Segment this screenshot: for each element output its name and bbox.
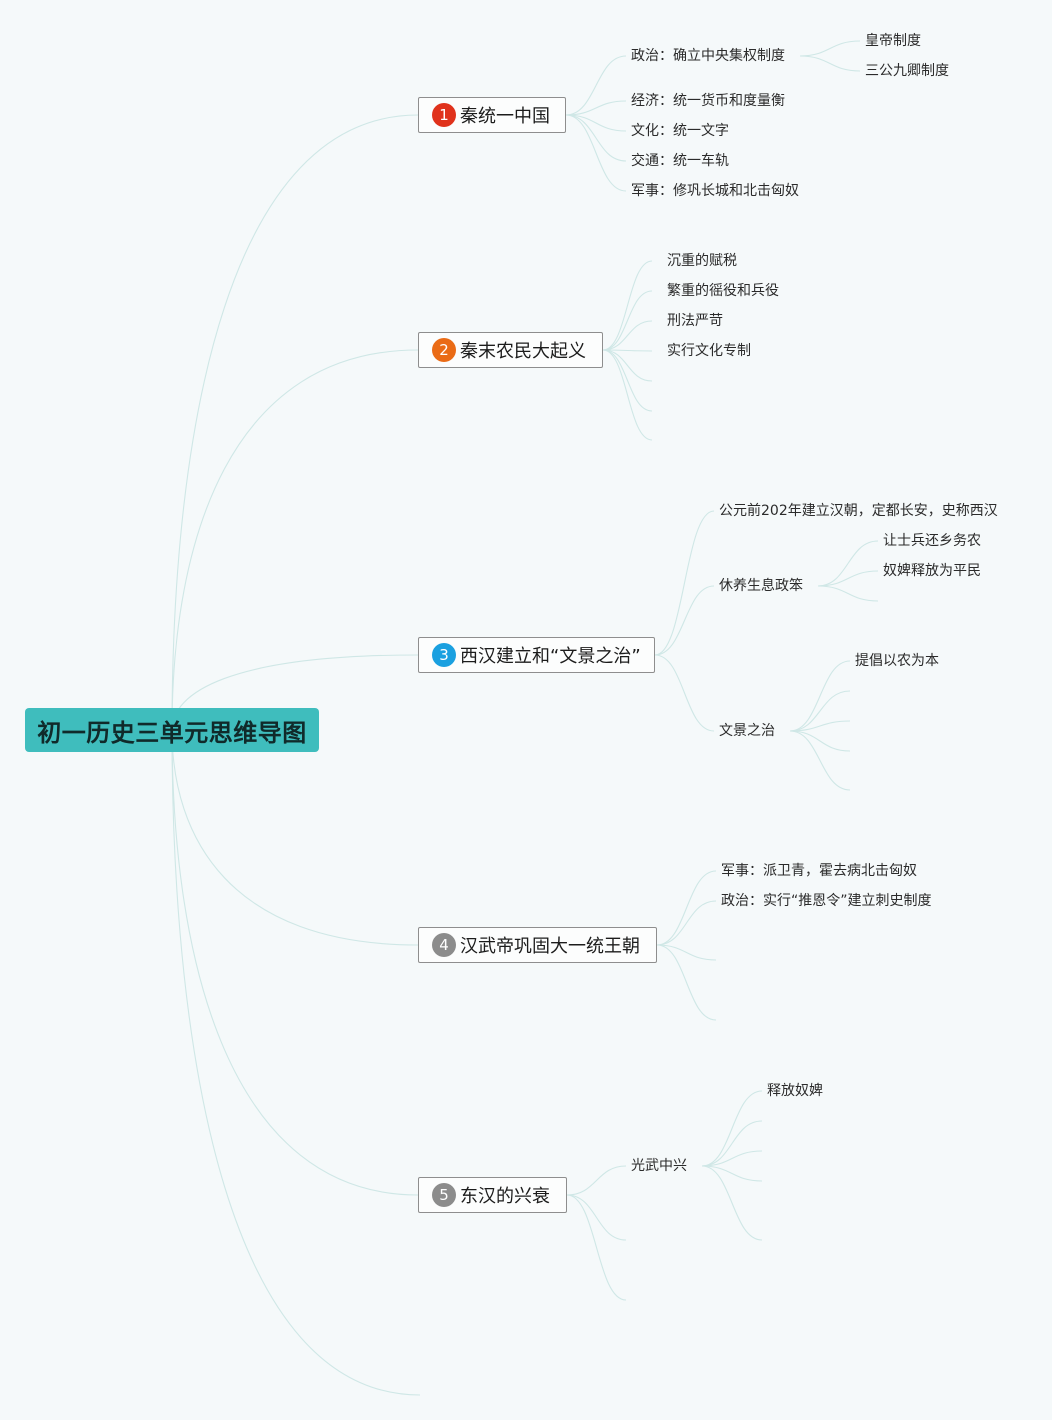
connector-line xyxy=(602,260,653,351)
connector-line xyxy=(656,870,717,946)
node-culture[interactable]: 文化：统一文字 xyxy=(631,123,729,139)
node-emperor-system[interactable]: 皇帝制度 xyxy=(865,33,921,49)
connector-line xyxy=(789,660,851,732)
connector-line xyxy=(602,349,653,441)
connector-line xyxy=(565,114,627,162)
node-military-campaigns[interactable]: 军事：派卫青，霍去病北击匈奴 xyxy=(721,863,917,879)
connector-line xyxy=(654,510,715,656)
branch-3-western-han[interactable]: 3 西汉建立和“文景之治” xyxy=(418,637,655,673)
branch-label: 西汉建立和“文景之治” xyxy=(460,646,641,667)
root-topic[interactable]: 初一历史三单元思维导图 xyxy=(25,708,319,752)
connector-line xyxy=(654,654,715,732)
node-cultural-autocracy[interactable]: 实行文化专制 xyxy=(667,343,751,359)
node-agriculture-first[interactable]: 提倡以农为本 xyxy=(855,653,939,669)
number-badge-icon: 1 xyxy=(432,103,456,127)
node-economy[interactable]: 经济：统一货币和度量衡 xyxy=(631,93,785,109)
node-harsh-laws[interactable]: 刑法严苛 xyxy=(667,313,723,329)
node-recuperation-policy[interactable]: 休养生息政笨 xyxy=(719,578,803,594)
root-connector-line xyxy=(171,114,419,731)
connector-line xyxy=(817,585,879,602)
branch-label: 秦末农民大起义 xyxy=(460,341,586,362)
connector-line xyxy=(565,100,627,116)
connector-line xyxy=(789,730,851,791)
branch-label: 东汉的兴衰 xyxy=(460,1186,550,1207)
branch-2-peasant-uprising[interactable]: 2 秦末农民大起义 xyxy=(418,332,603,368)
connector-line xyxy=(566,1194,627,1241)
branch-label: 汉武帝巩固大一统王朝 xyxy=(460,936,640,957)
connector-line xyxy=(799,55,861,72)
node-transport[interactable]: 交通：统一车轨 xyxy=(631,153,729,169)
connector-line xyxy=(817,570,879,587)
node-three-lords-nine-ministers[interactable]: 三公九卿制度 xyxy=(865,63,949,79)
connector-line xyxy=(566,1194,627,1301)
connector-line xyxy=(602,349,653,412)
connector-line xyxy=(701,1150,763,1167)
connector-line xyxy=(656,944,717,1021)
node-wenjing-rule[interactable]: 文景之治 xyxy=(719,723,775,739)
connector-line xyxy=(602,320,653,351)
connector-line xyxy=(789,730,851,752)
connector-line xyxy=(565,55,627,116)
node-corvee-labor[interactable]: 繁重的徭役和兵役 xyxy=(667,283,779,299)
branch-1-qin-unification[interactable]: 1 秦统一中国 xyxy=(418,97,566,133)
connector-line xyxy=(701,1120,763,1167)
node-heavy-taxes[interactable]: 沉重的赋税 xyxy=(667,253,737,269)
connector-line xyxy=(701,1090,763,1167)
connector-line xyxy=(701,1165,763,1241)
connector-line xyxy=(789,690,851,732)
connector-line xyxy=(565,114,627,192)
node-guangwu-restoration[interactable]: 光武中兴 xyxy=(631,1158,687,1174)
connector-line xyxy=(654,585,715,656)
node-tuien-decree[interactable]: 政治：实行“推恩令”建立刺史制度 xyxy=(721,893,932,909)
node-soldiers-return[interactable]: 让士兵还乡务农 xyxy=(883,533,981,549)
root-connector-line xyxy=(171,349,419,731)
node-han-founding[interactable]: 公元前202年建立汉朝，定都长安，史称西汉 xyxy=(719,503,998,519)
branch-5-eastern-han[interactable]: 5 东汉的兴衰 xyxy=(418,1177,567,1213)
connector-line xyxy=(701,1165,763,1182)
connector-line xyxy=(799,40,861,57)
connector-line xyxy=(602,290,653,351)
branch-label: 秦统一中国 xyxy=(460,106,550,127)
connector-line xyxy=(656,900,717,946)
node-free-slaves[interactable]: 释放奴婢 xyxy=(767,1083,823,1099)
connector-line xyxy=(565,114,627,132)
connector-line xyxy=(817,540,879,587)
root-connector-line xyxy=(171,729,419,946)
number-badge-icon: 2 xyxy=(432,338,456,362)
branch-4-emperor-wu[interactable]: 4 汉武帝巩固大一统王朝 xyxy=(418,927,657,963)
connector-line xyxy=(656,944,717,961)
connector-line xyxy=(566,1165,627,1196)
root-connector-line xyxy=(171,729,419,1196)
number-badge-icon: 4 xyxy=(432,933,456,957)
connector-line xyxy=(789,720,851,732)
node-slaves-freed[interactable]: 奴婢释放为平民 xyxy=(883,563,981,579)
number-badge-icon: 3 xyxy=(432,643,456,667)
connector-line xyxy=(602,349,653,382)
root-connector-line xyxy=(171,729,421,1396)
node-politics[interactable]: 政治：确立中央集权制度 xyxy=(631,48,785,64)
number-badge-icon: 5 xyxy=(432,1183,456,1207)
node-military[interactable]: 军事：修巩长城和北击匈奴 xyxy=(631,183,799,199)
